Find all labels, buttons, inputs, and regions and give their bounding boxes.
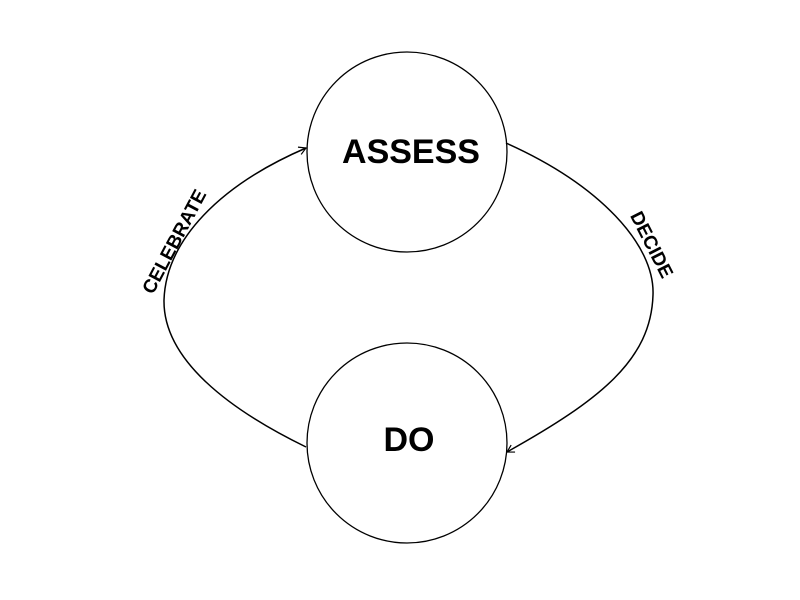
edge-celebrate-arrow: [163, 146, 308, 448]
do-circle: [306, 342, 508, 544]
assess-label: ASSESS: [342, 133, 480, 171]
celebrate-label: CELEBRATE: [139, 186, 211, 297]
edge-decide-arrow: [505, 142, 654, 453]
do-label: DO: [384, 421, 435, 459]
decide-label: DECIDE: [625, 208, 676, 282]
node-do: DO: [306, 342, 508, 544]
node-assess: ASSESS: [306, 51, 508, 253]
